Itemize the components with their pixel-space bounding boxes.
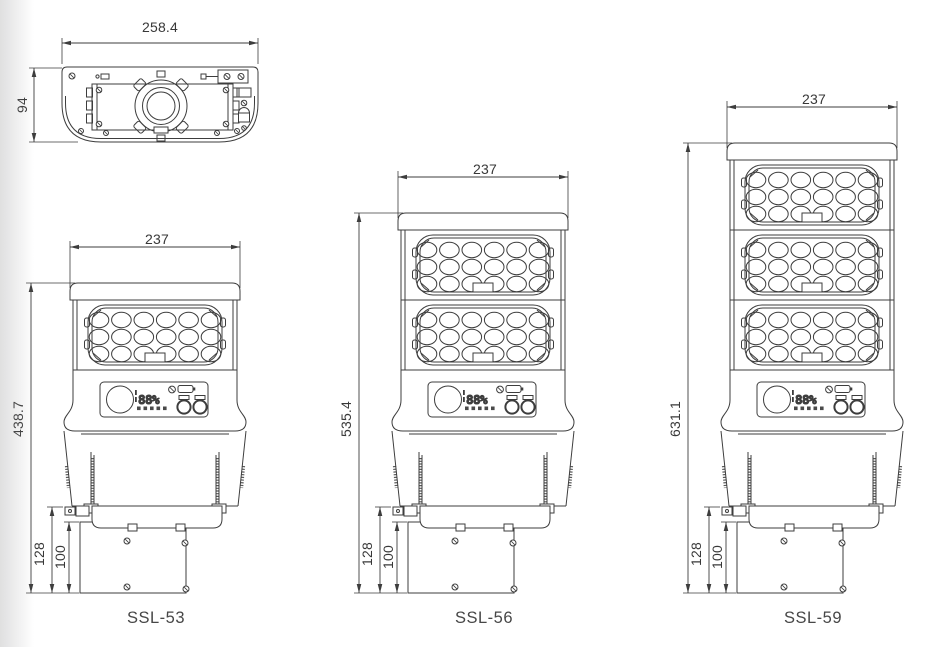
- lamp-drawing-ssl-56: 88%: [354, 171, 575, 594]
- light-sensor-circle: [434, 385, 462, 414]
- top-view-height-dim: 94: [14, 97, 30, 113]
- battery-icon: [834, 385, 853, 393]
- led-module: [741, 234, 883, 296]
- battery-percentage-display: 88%: [795, 392, 817, 407]
- lamp-drawing-ssl-59: 88%: [683, 101, 904, 594]
- height-dim-ssl-56: 535.4: [338, 400, 354, 438]
- bracket-dim-128-ssl-59: 128: [688, 542, 704, 566]
- dimensions-ssl-56: [354, 171, 569, 594]
- model-label-ssl-53: SSL-53: [126, 609, 186, 627]
- model-label-ssl-56: SSL-56: [454, 609, 514, 627]
- control-panel: 88%: [756, 381, 866, 418]
- bracket-dim-100-ssl-53: 100: [52, 545, 68, 569]
- width-dim-ssl-56: 237: [473, 161, 497, 177]
- battery-percentage-display: 88%: [466, 392, 488, 407]
- height-dim-ssl-53: 438.7: [10, 400, 26, 438]
- light-sensor-circle: [106, 385, 134, 414]
- mount-bracket: [407, 505, 551, 594]
- battery-icon: [505, 385, 524, 393]
- top-view-drawing: [29, 38, 259, 143]
- bracket-dim-100-ssl-59: 100: [709, 545, 725, 569]
- bracket-dim-128-ssl-56: 128: [359, 542, 375, 566]
- top-view-width-dim: 258.4: [141, 19, 179, 35]
- lamp-drawing-ssl-53: 88%: [26, 241, 247, 594]
- led-module: [412, 304, 554, 366]
- height-dim-ssl-59: 631.1: [667, 400, 683, 438]
- dimensions-ssl-59: [683, 101, 898, 594]
- mount-bracket: [736, 505, 880, 594]
- top-view-dimensions: [29, 38, 259, 143]
- mount-bracket: [79, 505, 223, 594]
- battery-percentage-display: 88%: [138, 392, 160, 407]
- terminal-box: [200, 69, 249, 84]
- dimensions-ssl-53: [26, 241, 241, 594]
- model-label-ssl-59: SSL-59: [783, 609, 843, 627]
- control-panel: 88%: [99, 381, 209, 418]
- light-sensor-circle: [763, 385, 791, 414]
- led-module: [741, 164, 883, 226]
- led-module: [84, 304, 226, 366]
- battery-icon: [177, 385, 196, 393]
- bracket-dim-100-ssl-56: 100: [380, 545, 396, 569]
- led-module: [741, 304, 883, 366]
- width-dim-ssl-53: 237: [145, 231, 169, 247]
- led-module: [412, 234, 554, 296]
- pole-mount-ring: [133, 78, 189, 134]
- width-dim-ssl-59: 237: [802, 91, 826, 107]
- control-panel: 88%: [427, 381, 537, 418]
- bracket-dim-128-ssl-53: 128: [31, 542, 47, 566]
